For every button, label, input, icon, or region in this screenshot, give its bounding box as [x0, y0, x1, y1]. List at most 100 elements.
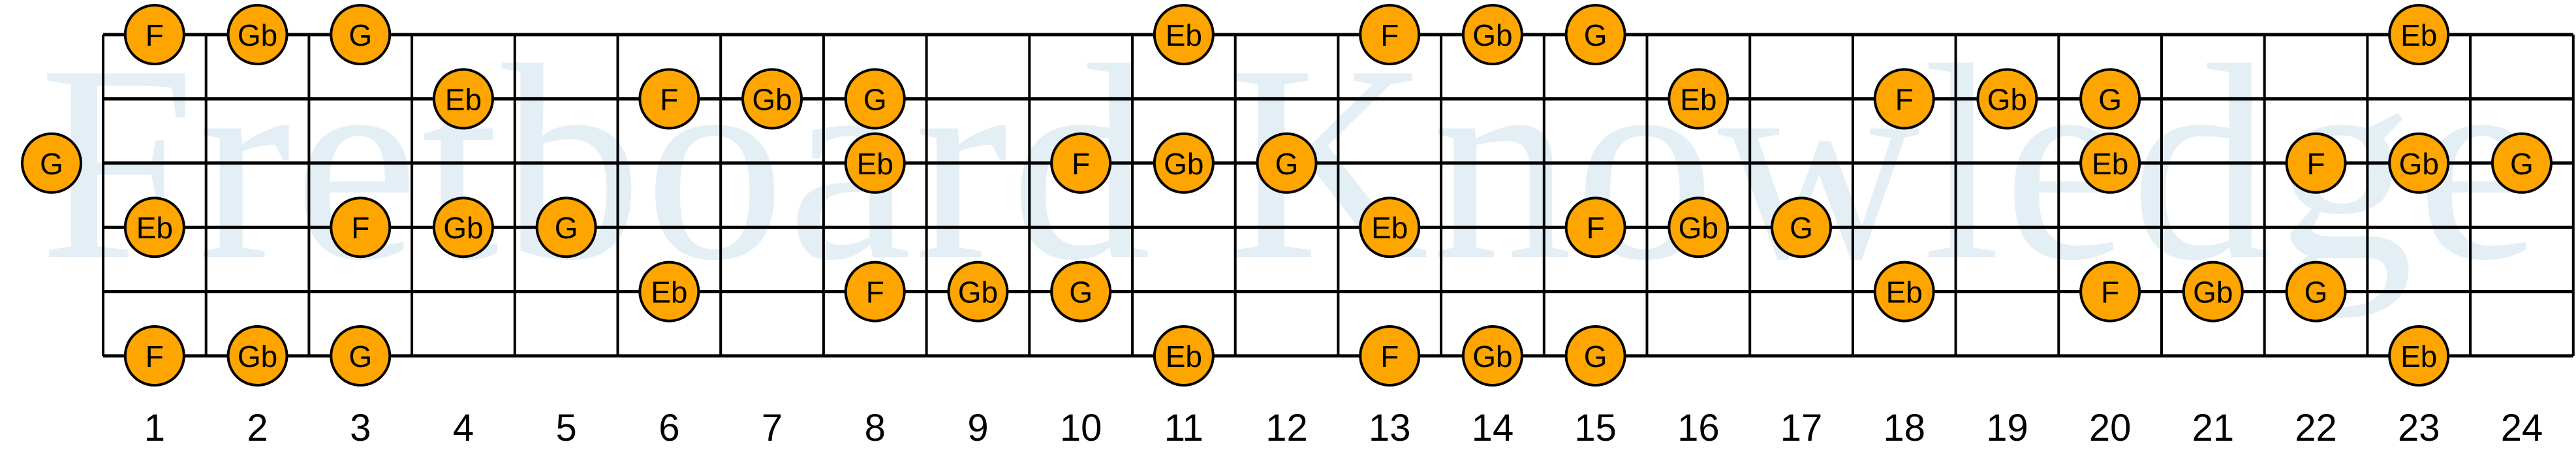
note-circle: [1153, 325, 1215, 387]
fret-number: 1: [144, 407, 165, 449]
note-circle: [1153, 132, 1215, 194]
note-label: F: [146, 340, 164, 373]
note-circle: [2182, 261, 2244, 323]
note-marker: Eb: [1873, 261, 1935, 323]
note-label: Gb: [958, 276, 998, 309]
fret-number: 5: [556, 407, 577, 449]
note-marker: Eb: [638, 261, 700, 323]
note-marker: G: [1564, 4, 1626, 65]
note-label: Gb: [1164, 147, 1203, 181]
fret-number: 8: [865, 407, 886, 449]
note-marker: Gb: [432, 197, 494, 259]
note-label: Gb: [752, 82, 792, 116]
note-label: Gb: [443, 211, 483, 245]
note-marker: F: [123, 4, 185, 65]
note-circle: [1050, 132, 1112, 194]
fret-number: 4: [453, 407, 474, 449]
fret-number: 15: [1574, 407, 1617, 449]
note-label: G: [1584, 18, 1607, 52]
note-marker: F: [2285, 132, 2347, 194]
note-circle: [2079, 261, 2141, 323]
note-circle: [1359, 197, 1421, 259]
note-label: G: [40, 147, 63, 181]
note-marker: Eb: [1153, 4, 1215, 65]
note-circle: [844, 68, 906, 130]
note-circle: [638, 68, 700, 130]
note-circle: [638, 261, 700, 323]
note-label: G: [555, 211, 578, 245]
note-marker: Gb: [226, 325, 288, 387]
note-marker: Eb: [1668, 68, 1730, 130]
note-marker: Eb: [2388, 4, 2450, 65]
note-marker: G: [21, 132, 82, 194]
note-circle: [947, 261, 1009, 323]
note-label: G: [1790, 211, 1813, 245]
note-label: Eb: [2400, 18, 2437, 52]
fret-number: 2: [247, 407, 268, 449]
note-marker: G: [2491, 132, 2553, 194]
note-label: G: [1584, 340, 1607, 373]
note-label: F: [146, 18, 164, 52]
note-label: F: [1895, 82, 1914, 116]
note-marker: F: [123, 325, 185, 387]
note-label: Eb: [1166, 340, 1202, 373]
fret-number: 11: [1164, 407, 1203, 449]
note-marker: G: [1256, 132, 1318, 194]
note-marker: F: [1564, 197, 1626, 259]
note-circle: [1461, 4, 1523, 65]
note-marker: Gb: [2182, 261, 2244, 323]
note-marker: Gb: [1461, 325, 1523, 387]
note-circle: [2285, 261, 2347, 323]
note-label: G: [349, 340, 372, 373]
note-label: F: [1587, 211, 1605, 245]
note-marker: F: [2079, 261, 2141, 323]
fret-number: 7: [762, 407, 783, 449]
note-label: Gb: [238, 340, 277, 373]
note-marker: F: [1050, 132, 1112, 194]
note-marker: G: [2285, 261, 2347, 323]
note-label: Gb: [1472, 18, 1512, 52]
note-circle: [1256, 132, 1318, 194]
fret-number: 12: [1265, 407, 1308, 449]
note-marker: Gb: [226, 4, 288, 65]
note-circle: [2285, 132, 2347, 194]
note-circle: [2388, 325, 2450, 387]
note-marker: Gb: [1461, 4, 1523, 65]
fret-number: 24: [2501, 407, 2543, 449]
note-circle: [844, 261, 906, 323]
note-marker: Eb: [1153, 325, 1215, 387]
note-label: F: [1380, 340, 1399, 373]
note-label: Gb: [1472, 340, 1512, 373]
fret-number: 19: [1986, 407, 2028, 449]
note-marker: G: [1050, 261, 1112, 323]
fret-number: 3: [350, 407, 371, 449]
note-circle: [2388, 4, 2450, 65]
note-circle: [535, 197, 597, 259]
note-label: Eb: [2092, 147, 2128, 181]
note-marker: Gb: [1976, 68, 2038, 130]
note-marker: Gb: [741, 68, 803, 130]
note-circle: [1564, 325, 1626, 387]
fret-number: 16: [1677, 407, 1720, 449]
note-circle: [1564, 197, 1626, 259]
fret-number: 17: [1780, 407, 1823, 449]
note-circle: [1153, 4, 1215, 65]
note-circle: [1359, 4, 1421, 65]
note-label: F: [2101, 276, 2119, 309]
note-circle: [123, 325, 185, 387]
fret-number: 14: [1472, 407, 1514, 449]
note-label: G: [1275, 147, 1299, 181]
note-circle: [21, 132, 82, 194]
fret-number: 23: [2398, 407, 2440, 449]
note-circle: [1668, 197, 1730, 259]
note-marker: F: [844, 261, 906, 323]
note-circle: [226, 4, 288, 65]
note-label: G: [2510, 147, 2534, 181]
fret-number: 21: [2192, 407, 2235, 449]
note-marker: F: [1873, 68, 1935, 130]
note-marker: F: [330, 197, 392, 259]
note-circle: [844, 132, 906, 194]
fret-grid: [102, 33, 2575, 358]
